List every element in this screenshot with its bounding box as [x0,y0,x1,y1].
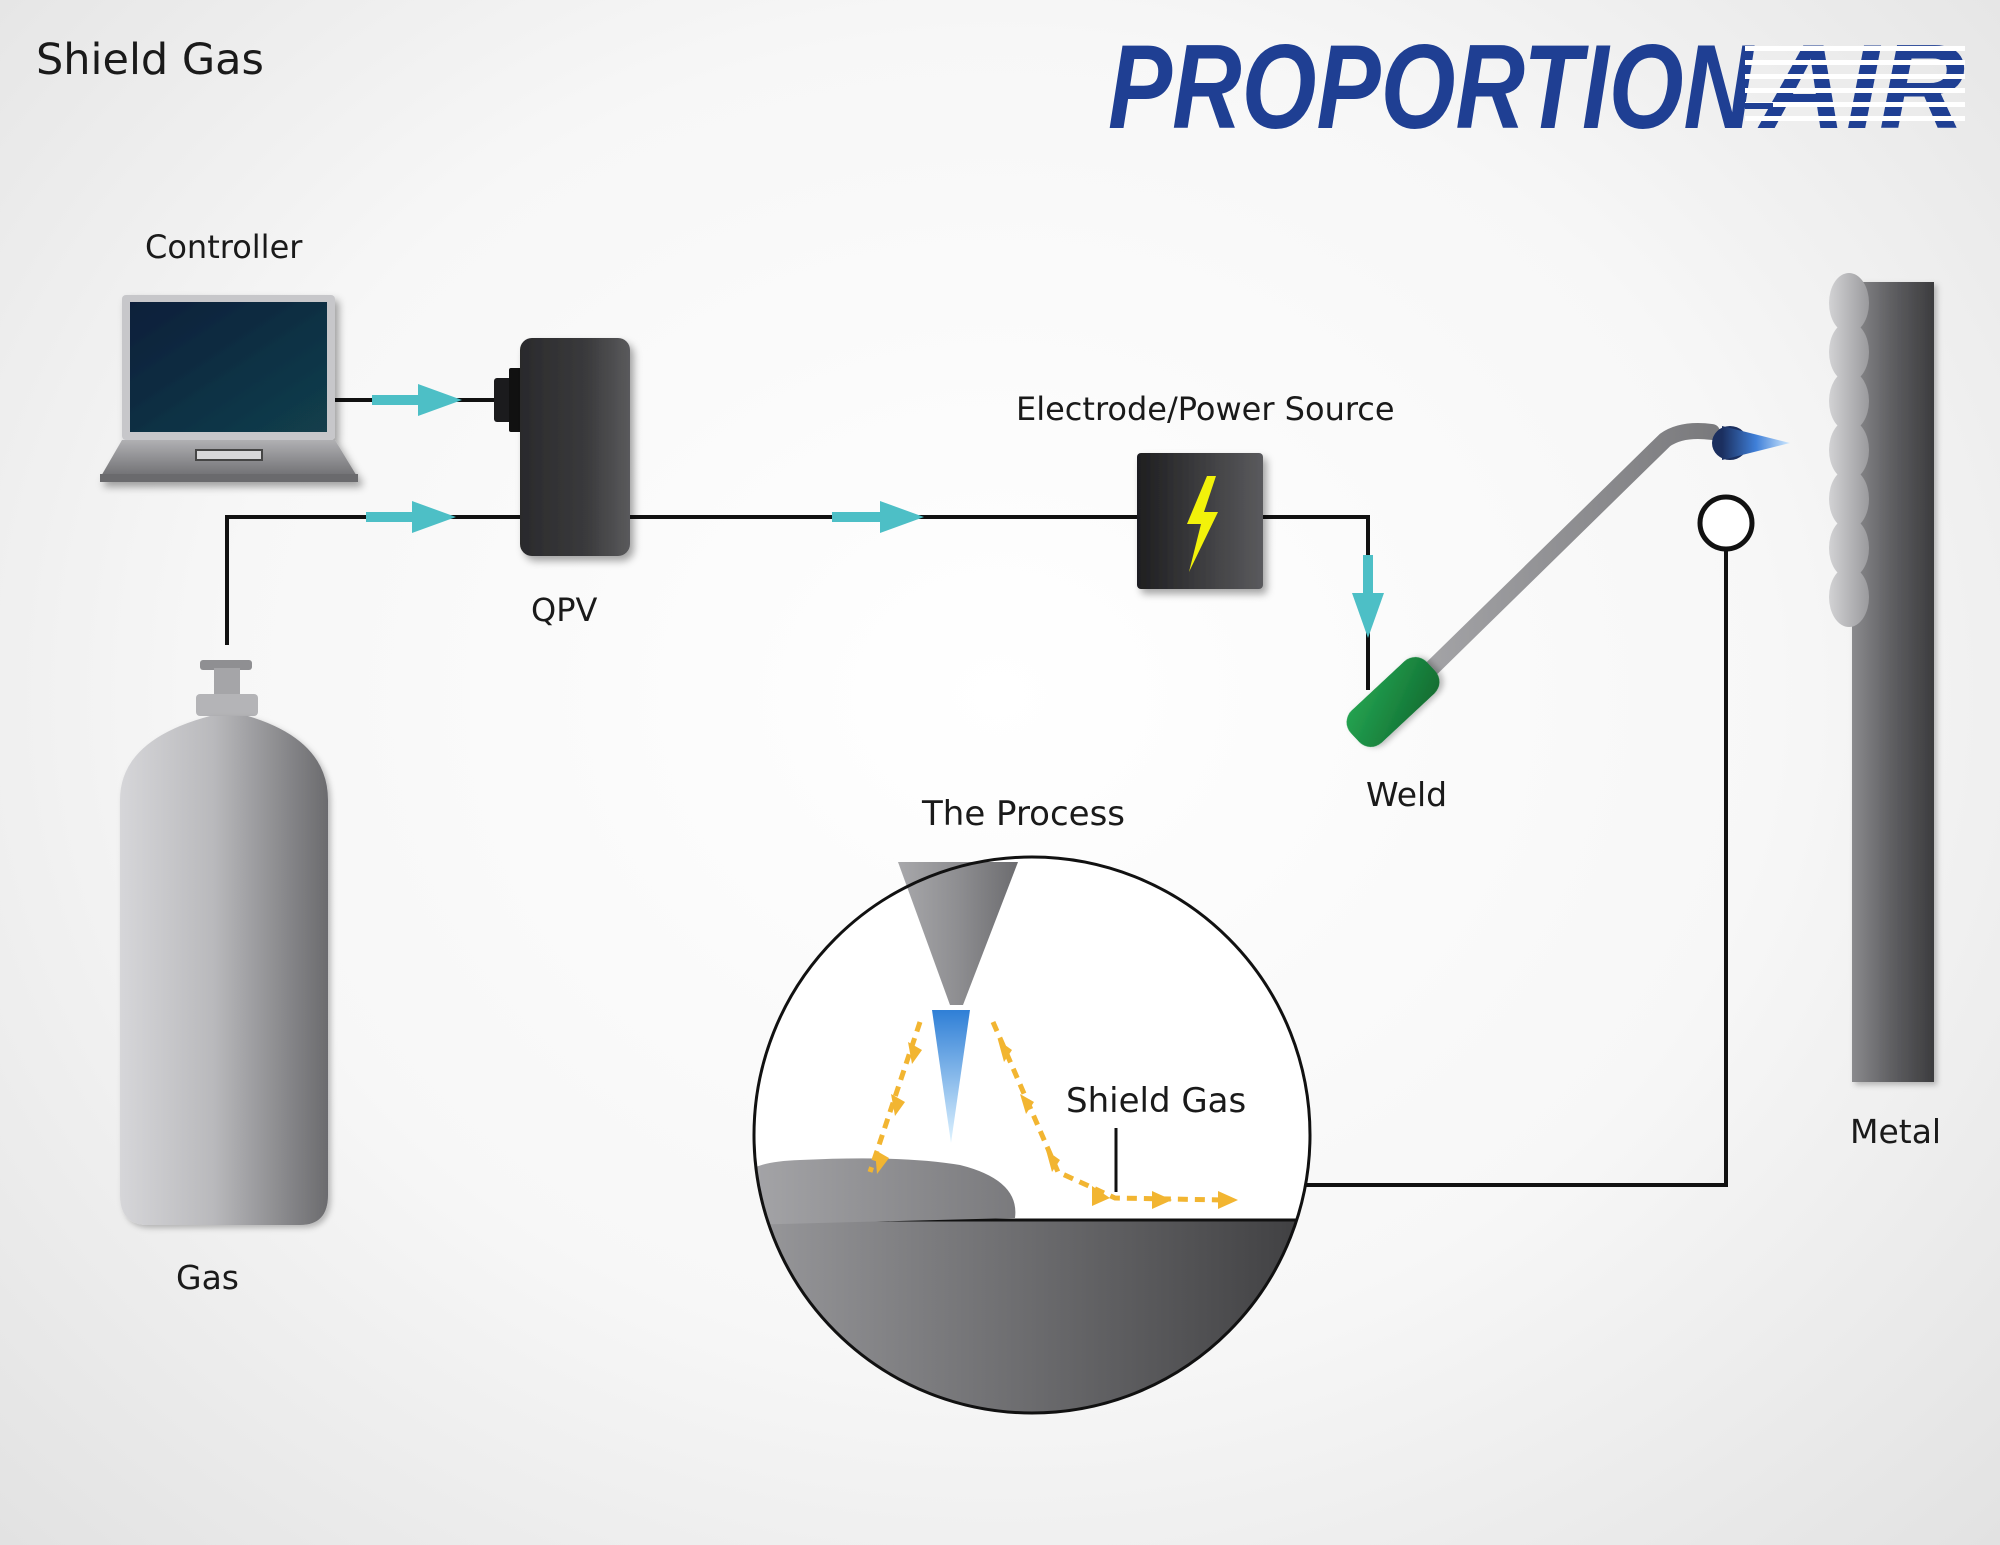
logo-suffix: AIR [1757,20,1965,154]
ground-clamp-ring [1697,494,1755,552]
flow-arrows [366,384,1384,638]
lightning-bolt-icon [1187,476,1218,572]
logo-dash [1745,103,1773,109]
process-label: The Process [921,794,1125,834]
shield-gas-arrowheads [875,1040,1238,1209]
process-circle-outline [752,855,1312,1415]
weld-pool [754,1158,1016,1225]
gas-cylinder-icon [120,660,328,1225]
metal-plate-icon [1829,273,1934,1082]
flow-arrow-weld [1352,555,1384,638]
proportion-air-logo: PROPORTION AIR [1108,20,1965,154]
power-line [1262,515,1370,690]
arc-flame [932,1010,970,1143]
qpv-label: QPV [531,591,597,629]
laptop-icon [100,295,358,482]
weld-beads [1829,273,1869,627]
logo-speed-lines [1745,46,1965,121]
power-source-box [1137,453,1263,589]
weld-torch-icon [1346,423,1790,747]
gas-line [225,515,520,645]
logo-brand: PROPORTION [1108,20,1755,154]
process-detail-view: Shield Gas [752,855,1312,1415]
flow-arrow-qpv [832,501,924,533]
electrode-cone [898,862,1018,1005]
power-source-label: Electrode/Power Source [1016,390,1395,428]
flow-arrow-gas [366,501,456,533]
metal-label: Metal [1850,1112,1941,1151]
valve-icon [494,338,630,556]
controller-label: Controller [145,228,303,266]
process-ground-line [1306,548,1728,1187]
base-metal [754,1220,1310,1413]
flow-arrow-controller [372,384,462,416]
gas-label: Gas [176,1258,239,1297]
page-title: Shield Gas [36,35,264,85]
weld-label: Weld [1366,775,1447,814]
shield-gas-label: Shield Gas [1066,1081,1246,1121]
